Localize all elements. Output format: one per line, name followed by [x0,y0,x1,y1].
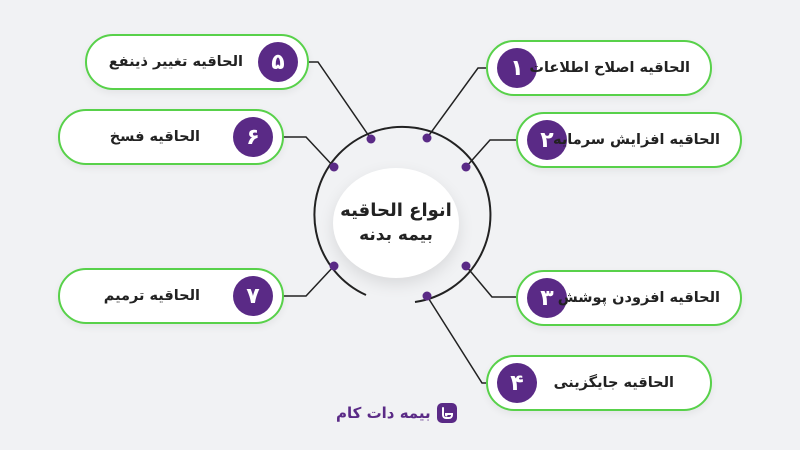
center-node: انواع الحاقیه بیمه بدنه [333,168,459,278]
center-title-line2: بیمه بدنه [359,225,433,245]
dot-3 [461,261,471,271]
dot-7 [329,261,339,271]
item-7-pill: ۷ الحاقیه ترمیم [58,268,284,324]
item-2-pill: ۲ الحاقیه افزایش سرمایه [516,112,742,168]
item-6-pill: ۶ الحاقیه فسخ [58,109,284,165]
item-4-pill: ۴ الحاقیه جایگزینی [486,355,712,411]
dot-1 [422,133,432,143]
center-title-line1: انواع الحاقیه [340,200,452,221]
connector-7 [282,265,335,297]
item-1-pill: ۱ الحاقیه اصلاح اطلاعات [486,40,712,96]
item-2-label: الحاقیه افزایش سرمایه [553,132,720,148]
item-2-number: ۲ [527,120,567,160]
item-7-label: الحاقیه ترمیم [103,288,200,304]
item-5-number: ۵ [258,42,298,82]
item-4-number: ۴ [497,363,537,403]
item-1-number: ۱ [497,48,537,88]
item-6-label: الحاقیه فسخ [109,129,200,145]
connector-6 [282,136,335,168]
item-4-label: الحاقیه جایگزینی [553,375,674,391]
brand-logo: بیمه دات کام [336,403,457,423]
item-3-label: الحاقیه افزودن پوشش [557,290,720,306]
item-3-pill: ۳ الحاقیه افزودن پوشش [516,270,742,326]
connector-2 [465,139,516,168]
item-3-number: ۳ [527,278,567,318]
dot-6 [329,162,339,172]
center-arc [313,125,492,303]
connector-3 [465,265,516,298]
logo-mark-icon [436,403,457,423]
connector-1 [426,67,486,139]
item-7-number: ۷ [233,276,273,316]
item-5-pill: ۵ الحاقیه تغییر ذینفع [85,34,309,90]
connector-4 [426,295,486,384]
logo-text: بیمه دات کام [336,404,431,422]
dot-2 [461,162,471,172]
item-1-label: الحاقیه اصلاح اطلاعات [529,60,690,76]
dot-5 [366,134,376,144]
item-6-number: ۶ [233,117,273,157]
connector-5 [308,61,372,140]
item-5-label: الحاقیه تغییر ذینفع [108,54,243,70]
dot-4 [422,291,432,301]
